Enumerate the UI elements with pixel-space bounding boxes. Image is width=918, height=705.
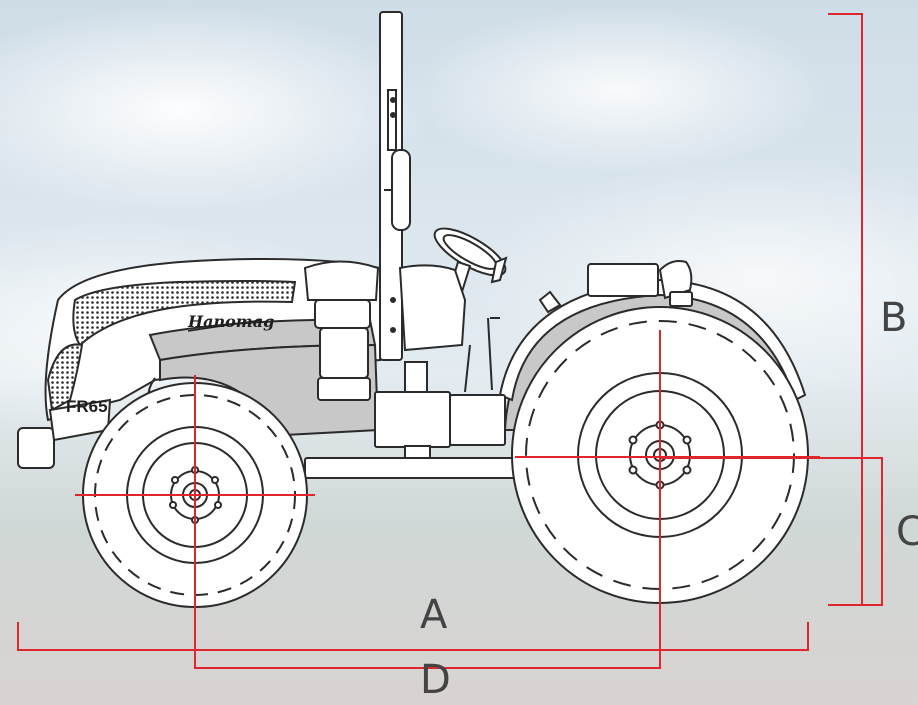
dimension-b-line bbox=[828, 13, 863, 606]
dimension-a-line bbox=[17, 622, 809, 651]
dimension-label-c: C bbox=[896, 509, 918, 555]
rear-hitch-parts bbox=[587, 260, 693, 307]
dimension-label-a: A bbox=[420, 592, 448, 638]
brand-logo-underline bbox=[187, 319, 263, 332]
chassis-rail bbox=[304, 445, 521, 479]
model-badge: FR65 bbox=[66, 397, 108, 416]
dimension-lines bbox=[17, 13, 883, 669]
brand-logo: Hanomag bbox=[187, 312, 274, 331]
dimension-label-b: B bbox=[880, 295, 908, 341]
dimension-label-d: D bbox=[420, 657, 451, 703]
rollbar bbox=[379, 11, 411, 361]
dimension-d-line bbox=[194, 330, 661, 669]
engine-components bbox=[303, 260, 506, 448]
